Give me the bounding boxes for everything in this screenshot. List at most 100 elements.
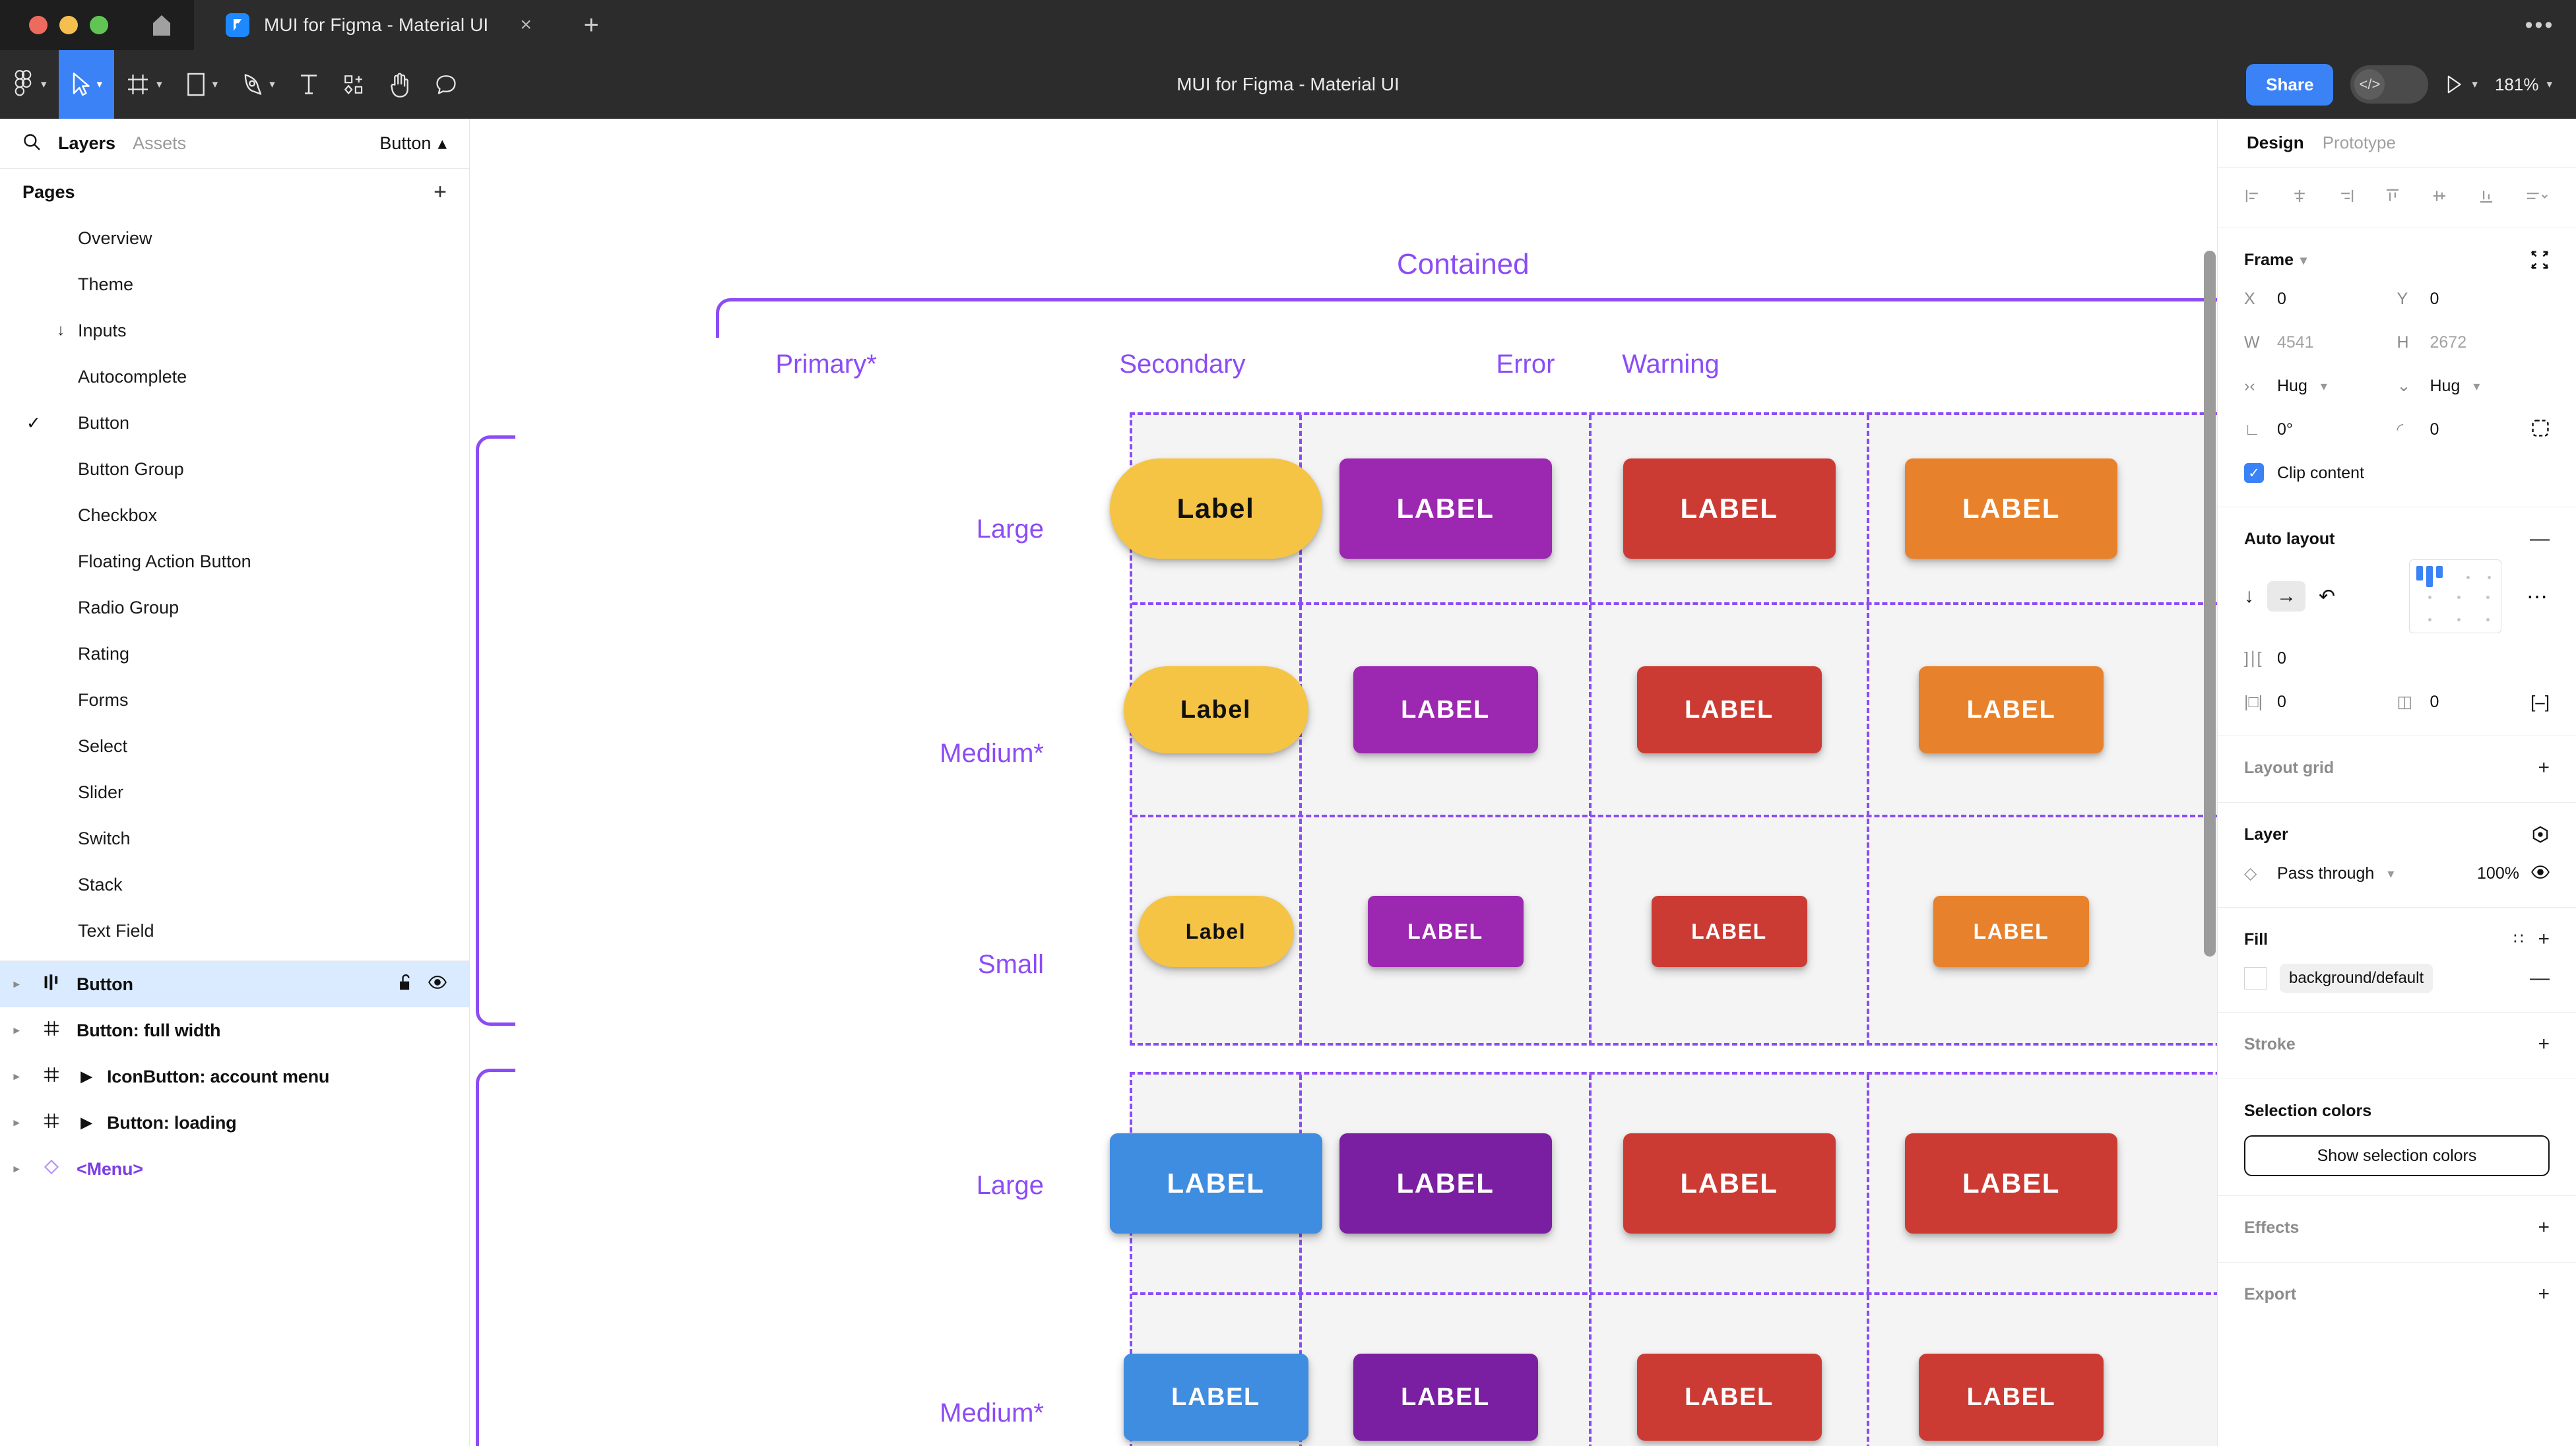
sidebar-item-radio-group[interactable]: Radio Group: [0, 584, 469, 631]
independent-corners-icon[interactable]: [2531, 419, 2550, 441]
chevron-down-icon[interactable]: ▾: [2473, 379, 2480, 394]
unlock-icon[interactable]: [398, 973, 414, 996]
gap-field[interactable]: ]∣[ 0: [2244, 648, 2397, 668]
frame-tool-icon[interactable]: ▾: [114, 50, 174, 119]
layer-row-button[interactable]: ▸ Button: [0, 961, 469, 1007]
comment-tool-icon[interactable]: [423, 50, 469, 119]
add-export-button[interactable]: +: [2538, 1283, 2550, 1305]
sidebar-item-autocomplete[interactable]: Autocomplete: [0, 354, 469, 400]
search-icon[interactable]: [22, 133, 41, 154]
page-item-overview[interactable]: Overview: [0, 215, 469, 261]
x-field[interactable]: X 0: [2244, 290, 2397, 309]
button-contained-secondary-small[interactable]: LABEL: [1367, 896, 1524, 967]
align-left-icon[interactable]: [2244, 187, 2261, 208]
sidebar-item-checkbox[interactable]: Checkbox: [0, 492, 469, 538]
sub-expand-caret-icon[interactable]: ▶: [80, 1068, 92, 1084]
arrow-down-icon[interactable]: ↓: [2244, 585, 2254, 607]
sidebar-item-button-group[interactable]: Button Group: [0, 446, 469, 492]
fill-color-swatch[interactable]: [2244, 967, 2267, 990]
y-field[interactable]: Y 0: [2397, 290, 2550, 309]
sidebar-item-rating[interactable]: Rating: [0, 631, 469, 677]
layer-style-icon[interactable]: [2531, 825, 2550, 844]
clip-content-checkbox[interactable]: ✓: [2244, 463, 2264, 483]
align-top-icon[interactable]: [2384, 187, 2401, 208]
align-right-icon[interactable]: [2338, 187, 2355, 208]
figma-menu-icon[interactable]: ▾: [0, 50, 59, 119]
horizontal-resizing-field[interactable]: ›‹ Hug ▾: [2244, 377, 2397, 396]
button-outlined-warning-medium[interactable]: LABEL: [1919, 1354, 2104, 1441]
individual-padding-icon[interactable]: [–]: [2530, 691, 2550, 712]
button-outlined-secondary-medium[interactable]: LABEL: [1353, 1354, 1538, 1441]
button-contained-error-medium[interactable]: LABEL: [1636, 666, 1822, 753]
button-contained-warning-medium[interactable]: LABEL: [1919, 666, 2104, 753]
zoom-control[interactable]: 181% ▾: [2495, 75, 2552, 95]
fill-style-name[interactable]: background/default: [2280, 964, 2433, 993]
chevron-down-icon[interactable]: ▾: [156, 78, 162, 90]
width-field[interactable]: W 4541: [2244, 333, 2397, 352]
share-button[interactable]: Share: [2246, 63, 2334, 106]
move-tool-icon[interactable]: ▾: [58, 50, 115, 119]
height-field[interactable]: H 2672: [2397, 333, 2550, 352]
canvas-vertical-scrollbar[interactable]: [2204, 251, 2216, 957]
page-item-theme[interactable]: Theme: [0, 261, 469, 307]
corner-radius-field[interactable]: ◜ 0: [2397, 419, 2550, 441]
resources-icon[interactable]: [331, 50, 377, 119]
chevron-down-icon[interactable]: ▾: [212, 78, 218, 90]
sub-expand-caret-icon[interactable]: ▶: [80, 1114, 92, 1131]
text-tool-icon[interactable]: [287, 50, 331, 119]
button-contained-primary-medium[interactable]: Label: [1123, 666, 1308, 753]
clip-content-row[interactable]: ✓ Clip content: [2244, 451, 2550, 495]
blend-mode-field[interactable]: ◇ Pass through ▾: [2244, 864, 2433, 883]
expand-caret-icon[interactable]: ▸: [13, 1024, 20, 1036]
button-outlined-error-large[interactable]: LABEL: [1623, 1133, 1836, 1234]
close-tab-icon[interactable]: ×: [520, 14, 532, 36]
sidebar-item-slider[interactable]: Slider: [0, 769, 469, 815]
window-overflow-icon[interactable]: •••: [2525, 12, 2555, 38]
wrap-icon[interactable]: ↶: [2319, 585, 2336, 608]
figma-canvas[interactable]: Contained Primary* Secondary Error Warni…: [470, 119, 2217, 1446]
minimize-window-button[interactable]: [59, 16, 78, 34]
more-options-icon[interactable]: ⋯: [2527, 584, 2550, 608]
chevron-down-icon[interactable]: ▾: [269, 78, 275, 90]
add-fill-button[interactable]: +: [2538, 928, 2550, 950]
show-selection-colors-button[interactable]: Show selection colors: [2244, 1135, 2550, 1176]
expand-caret-icon[interactable]: ▸: [13, 1162, 20, 1175]
chevron-down-icon[interactable]: ▾: [2300, 253, 2307, 268]
present-group[interactable]: ▾: [2445, 75, 2478, 94]
arrow-right-icon[interactable]: →: [2267, 581, 2305, 612]
rotation-field[interactable]: ∟ 0°: [2244, 420, 2397, 439]
sidebar-item-forms[interactable]: Forms: [0, 677, 469, 723]
align-horizontal-center-icon[interactable]: [2291, 187, 2308, 208]
shape-tool-icon[interactable]: ▾: [174, 50, 230, 119]
page-item-inputs[interactable]: ↓ Inputs: [0, 307, 469, 354]
button-contained-primary-large[interactable]: Label: [1109, 458, 1322, 559]
frame-name-label[interactable]: Contained: [1397, 248, 1530, 280]
chevron-down-icon[interactable]: ▾: [2387, 866, 2395, 881]
vertical-resizing-field[interactable]: ⌄ Hug ▾: [2397, 376, 2550, 396]
button-contained-error-small[interactable]: LABEL: [1651, 896, 1807, 967]
sidebar-item-switch[interactable]: Switch: [0, 815, 469, 862]
layer-row-menu-instance[interactable]: ▸ <Menu>: [0, 1146, 469, 1192]
tab-layers[interactable]: Layers: [58, 133, 116, 153]
button-contained-primary-small[interactable]: Label: [1138, 896, 1294, 967]
close-window-button[interactable]: [29, 16, 48, 34]
page-selector[interactable]: Button ▴: [379, 133, 447, 154]
button-outlined-primary-medium[interactable]: LABEL: [1123, 1354, 1308, 1441]
tab-prototype[interactable]: Prototype: [2322, 133, 2396, 152]
sidebar-item-floating-action-button[interactable]: Floating Action Button: [0, 538, 469, 584]
chevron-down-icon[interactable]: ▾: [2546, 78, 2552, 90]
add-stroke-button[interactable]: +: [2538, 1033, 2550, 1055]
alignment-grid[interactable]: [2409, 559, 2501, 633]
pen-tool-icon[interactable]: ▾: [230, 50, 287, 119]
dev-mode-toggle[interactable]: </>: [2350, 65, 2429, 104]
button-contained-warning-large[interactable]: LABEL: [1905, 458, 2117, 559]
chevron-down-icon[interactable]: ▾: [2320, 379, 2327, 394]
opacity-field[interactable]: 100%: [2433, 864, 2550, 883]
button-outlined-secondary-large[interactable]: LABEL: [1339, 1133, 1552, 1234]
sidebar-item-button[interactable]: ✓Button: [0, 400, 469, 446]
home-button[interactable]: [129, 0, 194, 50]
button-contained-secondary-medium[interactable]: LABEL: [1353, 666, 1538, 753]
tab-design[interactable]: Design: [2247, 133, 2304, 152]
styles-icon[interactable]: ∷: [2513, 929, 2525, 948]
chevron-down-icon[interactable]: ▾: [41, 78, 47, 90]
